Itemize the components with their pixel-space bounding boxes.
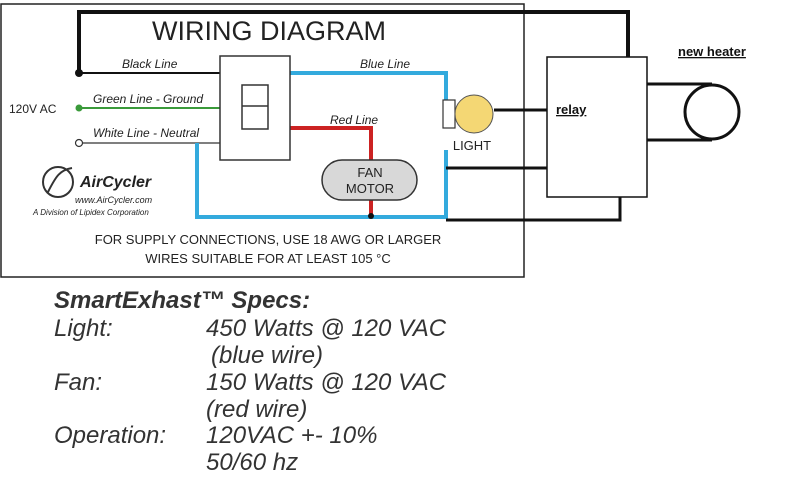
spec-value-note: 50/60 hz — [206, 449, 299, 477]
heater-icon — [683, 83, 741, 141]
fan-motor-label-2: MOTOR — [346, 181, 394, 196]
spec-light: Light: 450 Watts @ 120 VAC (blue wire) — [54, 314, 447, 370]
junction-dot — [368, 213, 374, 219]
light-label: LIGHT — [453, 138, 491, 153]
black-terminal — [75, 69, 83, 77]
aircycler-logo: AirCycler www.AirCycler.com A Division o… — [32, 166, 153, 217]
blue-line-wire — [290, 71, 448, 112]
spec-operation: Operation: 120VAC +- 10% 50/60 hz — [54, 422, 446, 477]
spec-value: 450 Watts @ 120 VAC — [206, 314, 447, 342]
white-terminal — [74, 138, 84, 148]
relay-label: relay — [556, 102, 587, 117]
green-line-label: Green Line - Ground — [93, 92, 203, 106]
switch-toggle — [241, 84, 269, 130]
white-line-label: White Line - Neutral — [93, 126, 199, 140]
brand-division: A Division of Lipidex Corporation — [32, 208, 149, 217]
aircycler-logo-icon — [42, 166, 74, 198]
green-terminal — [75, 104, 83, 112]
spec-fan: Fan: 150 Watts @ 120 VAC (red wire) — [54, 368, 447, 424]
specs-panel: SmartExhast™ Specs: Light: 450 Watts @ 1… — [54, 287, 447, 477]
supply-note-line-2: WIRES SUITABLE FOR AT LEAST 105 °C — [145, 251, 391, 266]
brand-url: www.AirCycler.com — [75, 195, 153, 205]
blue-line-label: Blue Line — [360, 57, 410, 71]
aircycler-logo-swoosh — [47, 167, 73, 193]
red-line-wire — [290, 126, 373, 160]
spec-key: Light: — [54, 314, 113, 342]
spec-key: Fan: — [54, 368, 103, 396]
blue-neutral-wire — [195, 143, 448, 219]
red-line-label: Red Line — [330, 113, 378, 127]
wiring-diagram: WIRING DIAGRAM FAN MOTOR LIGHT 120V AC B… — [0, 3, 746, 278]
spec-value-note: (blue wire) — [211, 341, 324, 369]
fan-motor-label: FAN — [357, 165, 382, 180]
supply-label: 120V AC — [9, 102, 57, 116]
diagram-title: WIRING DIAGRAM — [152, 16, 386, 46]
spec-value-note: (red wire) — [206, 395, 308, 423]
light-bulb-icon — [454, 94, 494, 134]
light-socket — [442, 99, 456, 129]
specs-title: SmartExhast™ Specs: — [54, 287, 311, 314]
relay-box — [546, 56, 648, 198]
black-feed-wire — [77, 10, 630, 73]
relay-bottom-wire — [446, 197, 622, 222]
new-heater-label: new heater — [678, 44, 746, 59]
spec-value: 150 Watts @ 120 VAC — [206, 368, 447, 396]
fan-motor — [321, 159, 418, 201]
spec-value: 120VAC +- 10% — [206, 422, 378, 450]
brand-name: AirCycler — [79, 174, 152, 191]
black-line-label: Black Line — [122, 57, 178, 71]
supply-note-line-1: FOR SUPPLY CONNECTIONS, USE 18 AWG OR LA… — [95, 232, 442, 247]
spec-key: Operation: — [54, 422, 167, 450]
